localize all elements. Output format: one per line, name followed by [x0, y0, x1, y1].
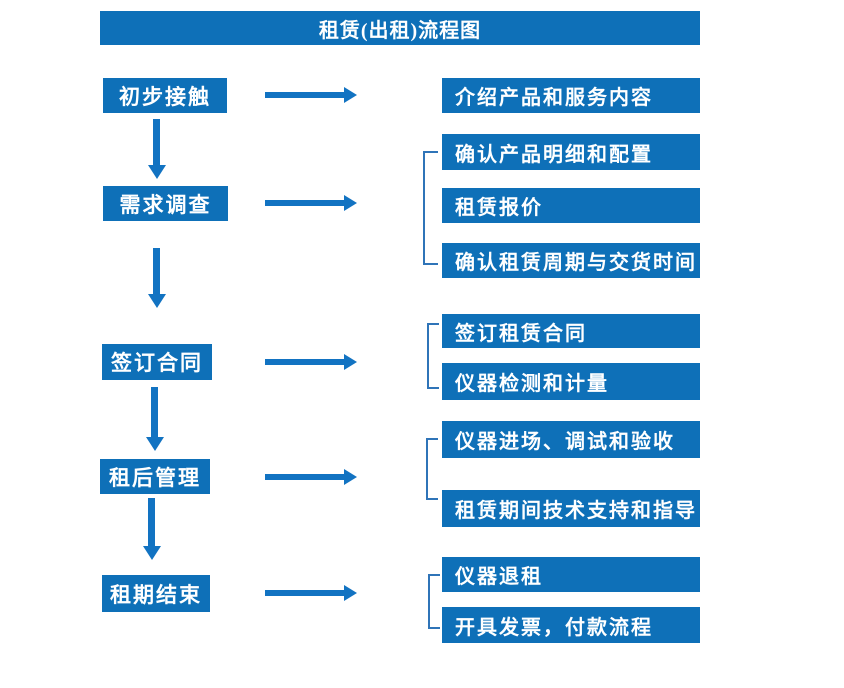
- stage-box-initial-contact: 初步接触: [103, 78, 227, 113]
- right-arrow-icon-4: [265, 469, 357, 485]
- detail-box-instrument-return: 仪器退租: [442, 557, 700, 592]
- group-bracket-rental-end: [428, 574, 440, 629]
- stage-box-sign-contract: 签订合同: [102, 344, 212, 380]
- group-bracket-post-rental-management: [426, 438, 438, 500]
- stage-box-post-rental-management: 租后管理: [100, 459, 210, 494]
- right-arrow-icon-5: [265, 585, 357, 601]
- detail-box-confirm-period-delivery: 确认租赁周期与交货时间: [442, 243, 700, 278]
- right-arrow-icon-2: [265, 195, 357, 211]
- detail-box-sign-rental-contract: 签订租赁合同: [442, 314, 700, 348]
- flowchart-title: 租赁(出租)流程图: [100, 11, 700, 45]
- group-bracket-demand-survey: [423, 151, 438, 265]
- right-arrow-icon-3: [265, 354, 357, 370]
- stage-box-demand-survey: 需求调查: [103, 186, 228, 221]
- detail-box-introduce-products: 介绍产品和服务内容: [442, 78, 700, 113]
- down-arrow-icon-2: [148, 248, 166, 308]
- group-bracket-sign-contract: [427, 323, 439, 389]
- detail-box-instrument-setup: 仪器进场、调试和验收: [442, 421, 700, 458]
- detail-box-instrument-testing: 仪器检测和计量: [442, 363, 700, 400]
- stage-box-rental-end: 租期结束: [102, 575, 210, 612]
- right-arrow-icon-1: [265, 87, 357, 103]
- down-arrow-icon-4: [143, 498, 161, 560]
- detail-box-invoice-payment: 开具发票，付款流程: [442, 607, 700, 643]
- detail-box-rental-quote: 租赁报价: [442, 188, 700, 223]
- detail-box-tech-support: 租赁期间技术支持和指导: [442, 490, 700, 527]
- down-arrow-icon-3: [146, 387, 164, 451]
- down-arrow-icon-1: [148, 119, 166, 179]
- detail-box-confirm-product-config: 确认产品明细和配置: [442, 134, 700, 170]
